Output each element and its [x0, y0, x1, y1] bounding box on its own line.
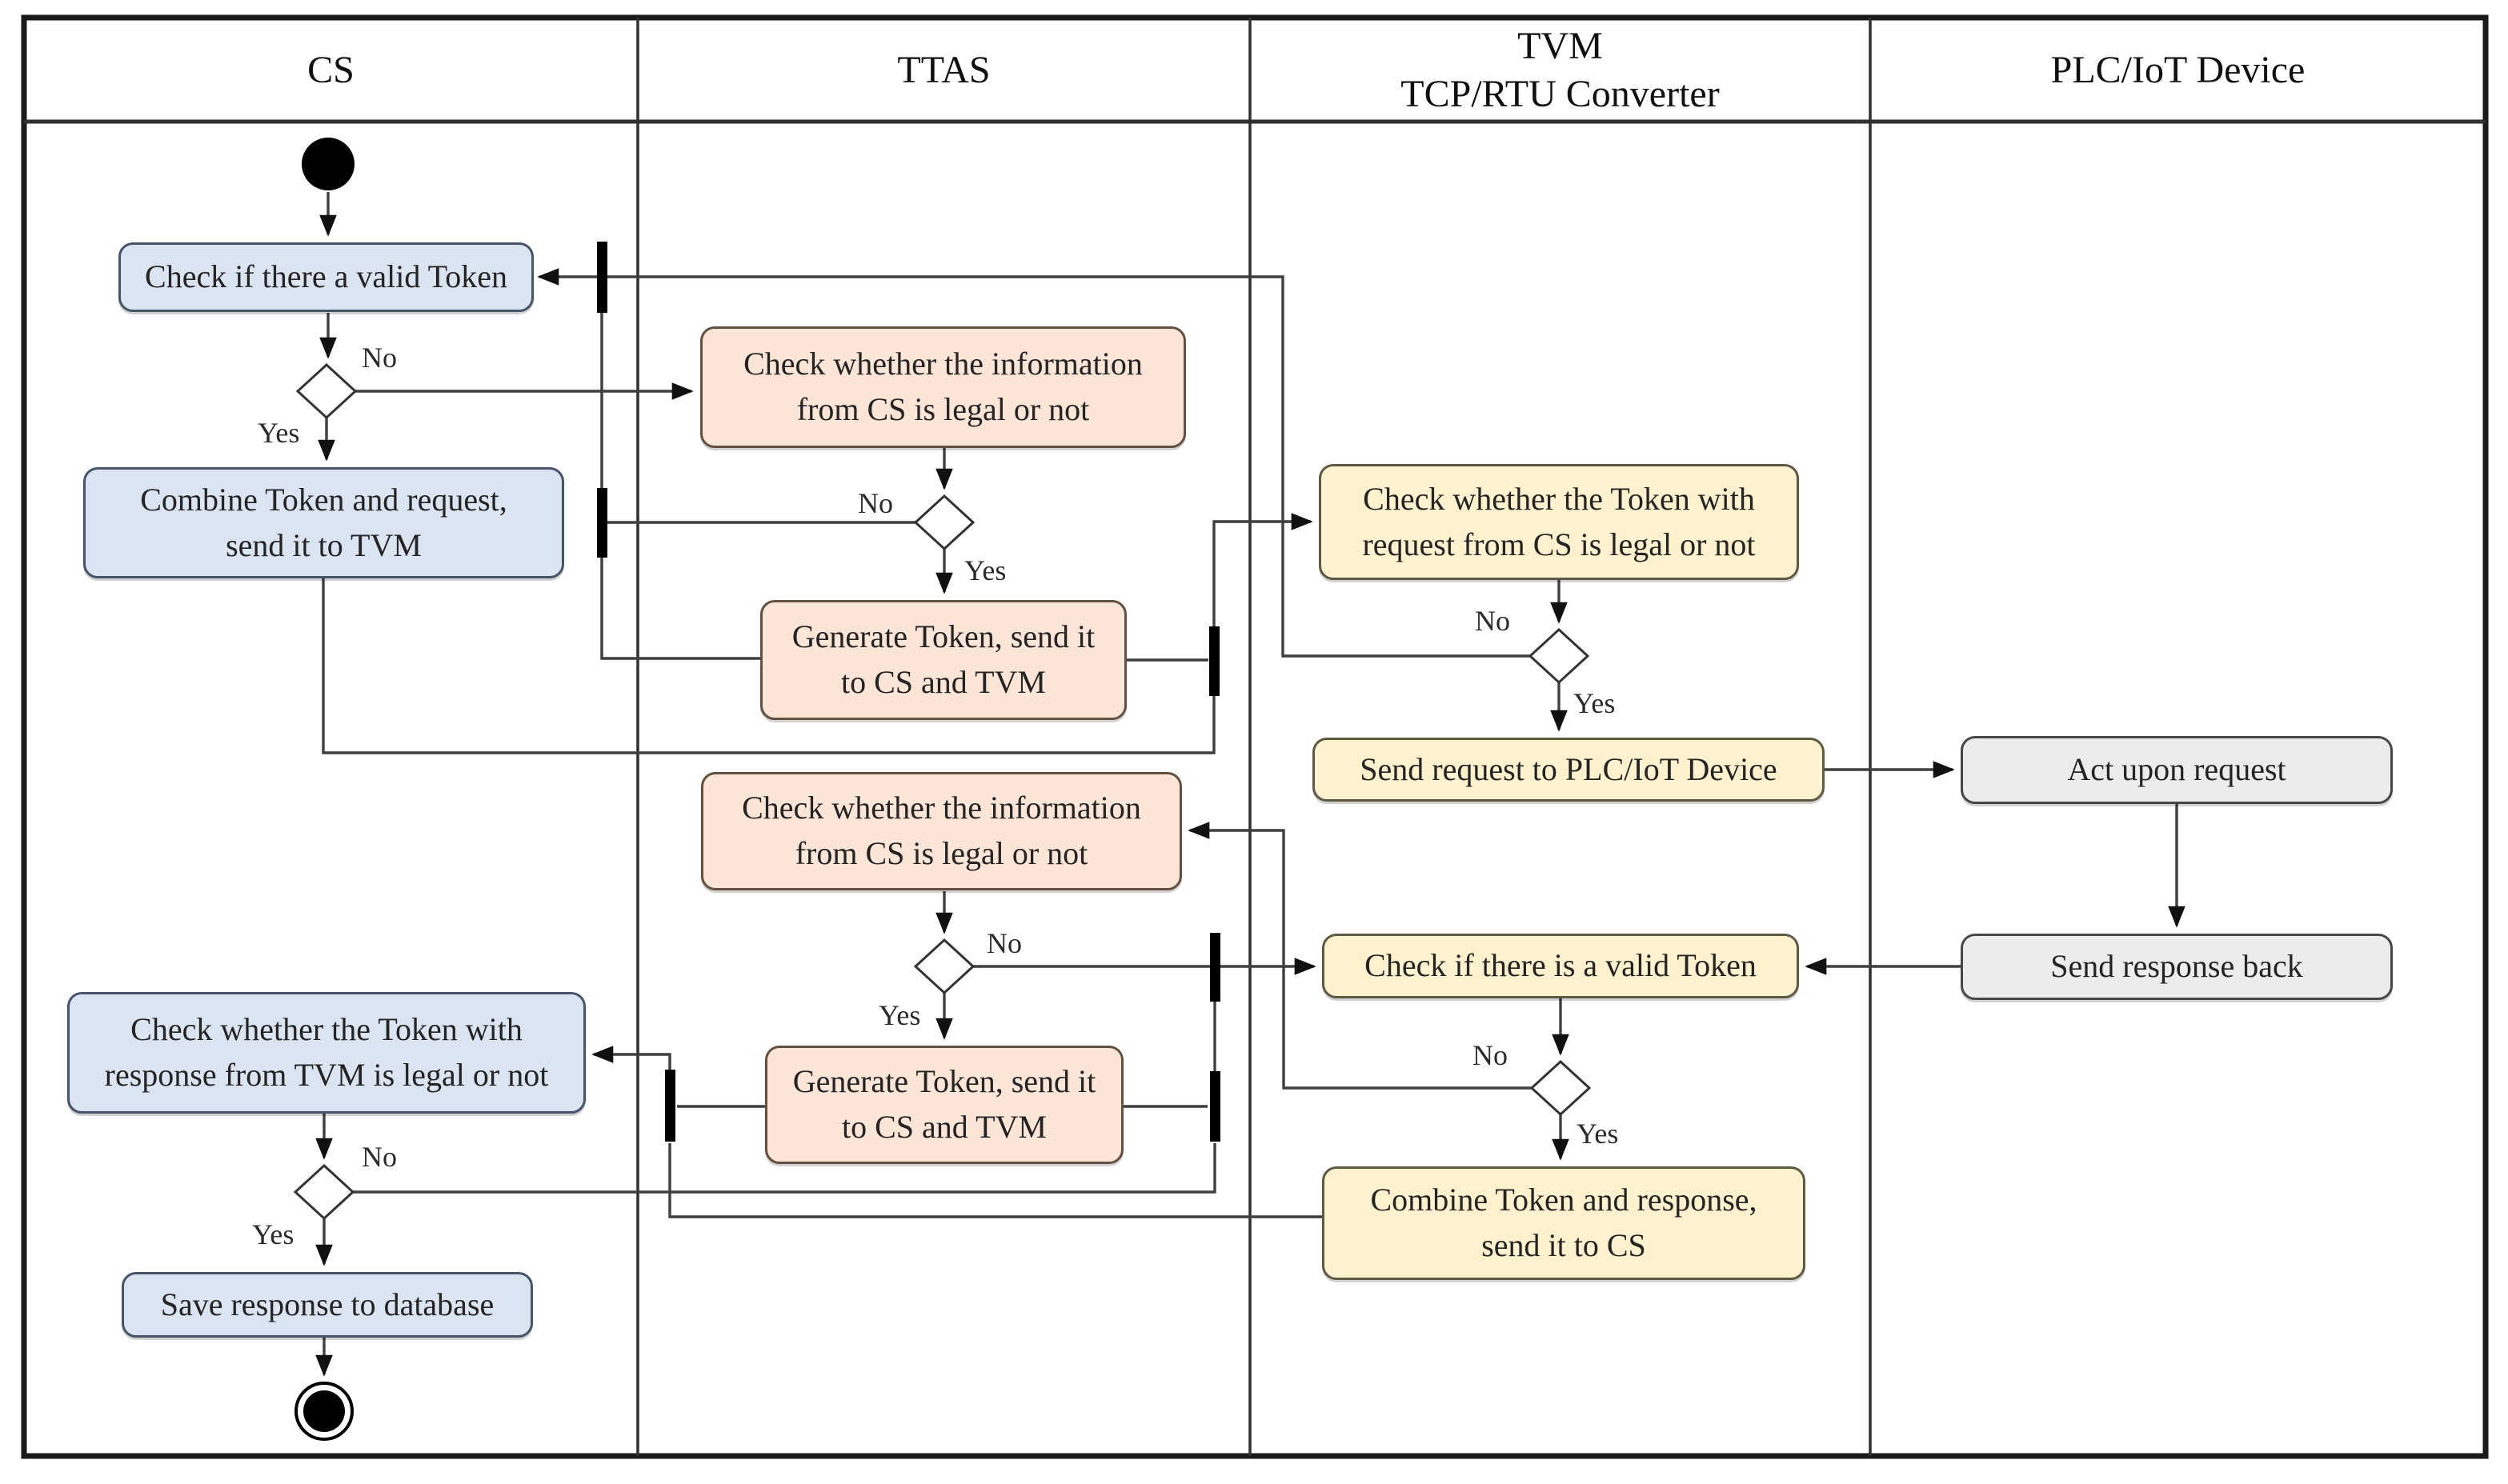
activity-check-valid-token-tvm: Check if there is a valid Token [1322, 934, 1799, 998]
branch-yes-ttas-2: Yes [879, 999, 921, 1031]
edges [315, 192, 2185, 1377]
branch-yes-tvm-1: Yes [1573, 687, 1616, 719]
branch-no-ttas-2: No [987, 927, 1022, 959]
activity-check-token-response-cs: Check whether the Token with response fr… [67, 992, 586, 1114]
end-node [294, 1382, 354, 1441]
sync-bar-tvm-entry [1209, 626, 1220, 696]
outer-border [21, 14, 2489, 1459]
sync-bar-cs-entry [597, 242, 607, 313]
branch-no-ttas-1: No [858, 487, 893, 519]
activity-check-info-legal-1: Check whether the information from CS is… [700, 326, 1186, 448]
branch-no-cs-1: No [362, 342, 397, 374]
activity-generate-token-2: Generate Token, send it to CS and TVM [765, 1046, 1124, 1164]
decision-cs-token-response [293, 1163, 355, 1221]
activity-send-response-back: Send response back [1961, 934, 2393, 1000]
activity-combine-token-response: Combine Token and response, send it to C… [1322, 1166, 1805, 1280]
edge-generate-1-to-cs-bar [600, 558, 760, 660]
decisions [293, 362, 1592, 1221]
activity-generate-token-1: Generate Token, send it to CS and TVM [760, 600, 1127, 720]
swimlane-frame [21, 14, 2489, 1459]
edge-tvm-no-2-to-ttas-check-2 [1188, 822, 1532, 1090]
activity-send-request-plc: Send request to PLC/IoT Device [1312, 738, 1825, 802]
lane-title-ttas: TTAS [897, 49, 991, 91]
branch-no-tvm-2: No [1472, 1039, 1508, 1071]
edge-cs-bar-to-check-response [591, 1046, 671, 1070]
branch-yes-ttas-1: Yes [964, 554, 1007, 586]
edge-tvm-no-1-loop-to-cs-check [537, 268, 1530, 658]
sync-bars [597, 242, 1220, 1142]
decision-ttas-info-legal-2 [913, 938, 976, 995]
sync-bar-tvm-lower [1210, 1071, 1220, 1142]
end-node-core [303, 1390, 345, 1432]
activity-act-upon-request: Act upon request [1961, 736, 2393, 804]
activity-save-response: Save response to database [122, 1272, 533, 1338]
branch-no-tvm-1: No [1475, 605, 1510, 637]
lane-title-cs: CS [307, 49, 355, 91]
edge-combine-to-tvm-check-request [322, 513, 1313, 754]
sync-bar-tvm-upper [1210, 933, 1220, 1002]
decision-ttas-info-legal-1 [913, 494, 976, 551]
decision-cs-valid-token [295, 362, 358, 420]
activity-combine-token-request: Combine Token and request, send it to TV… [83, 467, 564, 578]
branch-no-cs-3: No [362, 1141, 397, 1173]
activity-check-token-request-tvm: Check whether the Token with request fro… [1319, 464, 1799, 580]
decision-tvm-valid-token [1529, 1059, 1592, 1117]
edge-combine-response-to-cs-bar [668, 1143, 1322, 1218]
activity-check-info-legal-2: Check whether the information from CS is… [701, 772, 1182, 890]
edge-cs-no-3-to-bar [353, 1143, 1216, 1194]
branch-yes-tvm-2: Yes [1577, 1118, 1619, 1150]
lane-title-plc-iot: PLC/IoT Device [2050, 49, 2306, 91]
decision-tvm-token-request [1528, 627, 1590, 685]
lane-title-tvm: TVM TCP/RTU Converter [1400, 25, 1720, 115]
start-node [302, 138, 355, 190]
branch-yes-cs-1: Yes [258, 417, 300, 449]
sync-bar-ttas-left [597, 488, 607, 558]
activity-check-valid-token-cs: Check if there a valid Token [118, 242, 534, 312]
sync-bar-cs-return [665, 1070, 675, 1142]
branch-yes-cs-3: Yes [252, 1218, 294, 1250]
